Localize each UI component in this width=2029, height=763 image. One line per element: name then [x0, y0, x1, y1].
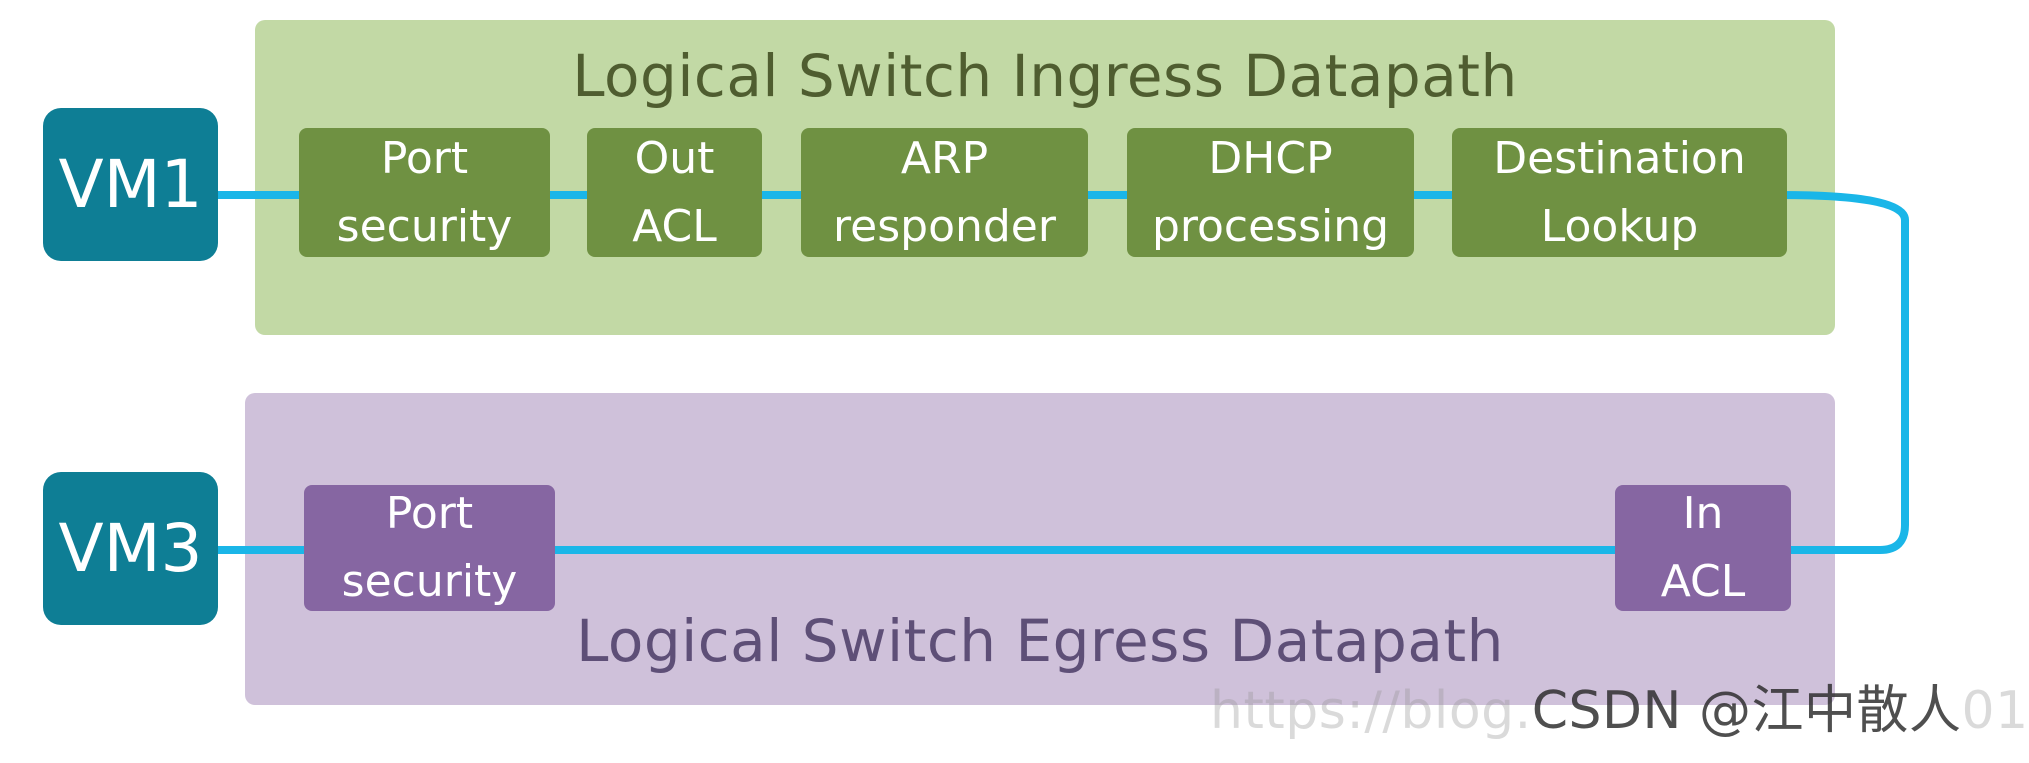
stage-in-acl[interactable]: In ACL [1615, 485, 1791, 611]
vm1-label: VM1 [58, 146, 203, 223]
stage-label-line1: DHCP [1208, 132, 1333, 184]
watermark-brand: CSDN @江中散人 [1531, 681, 1962, 741]
stage-label-line1: Destination [1493, 132, 1746, 184]
stage-label-line1: Port [385, 488, 474, 539]
watermark-tail: 01 [1961, 681, 2029, 741]
ingress-datapath-title: Logical Switch Ingress Datapath [572, 42, 1518, 110]
stage-destination-lookup[interactable]: Destination Lookup [1452, 128, 1787, 257]
stage-label-line2: security [341, 556, 518, 607]
csdn-watermark: https://blog.CSDN @江中散人01 [1210, 668, 2029, 743]
stage-out-acl[interactable]: Out ACL [587, 128, 762, 257]
stage-label-line2: processing [1151, 200, 1390, 252]
stage-port-security-ingress[interactable]: Port security [299, 128, 550, 257]
ingress-flow-line [215, 191, 1909, 554]
vm1-node[interactable]: VM1 [43, 108, 218, 261]
stage-label-line2: ACL [632, 200, 717, 252]
stage-arp-responder[interactable]: ARP responder [801, 128, 1088, 257]
stage-label-line1: ARP [900, 132, 989, 184]
egress-datapath-title: Logical Switch Egress Datapath [576, 607, 1504, 675]
stage-label-line1: In [1682, 488, 1724, 539]
stage-label-line1: Out [634, 132, 715, 184]
stage-label-line2: security [336, 200, 513, 252]
stage-label-line2: ACL [1660, 556, 1746, 607]
stage-dhcp-processing[interactable]: DHCP processing [1127, 128, 1414, 257]
stage-label-line2: Lookup [1540, 200, 1699, 252]
watermark-url: https://blog. [1210, 681, 1532, 741]
vm3-label: VM3 [58, 510, 203, 587]
stage-label-line1: Port [380, 132, 469, 184]
stage-label-line2: responder [833, 200, 1056, 252]
stage-port-security-egress[interactable]: Port security [304, 485, 555, 611]
vm3-node[interactable]: VM3 [43, 472, 218, 625]
